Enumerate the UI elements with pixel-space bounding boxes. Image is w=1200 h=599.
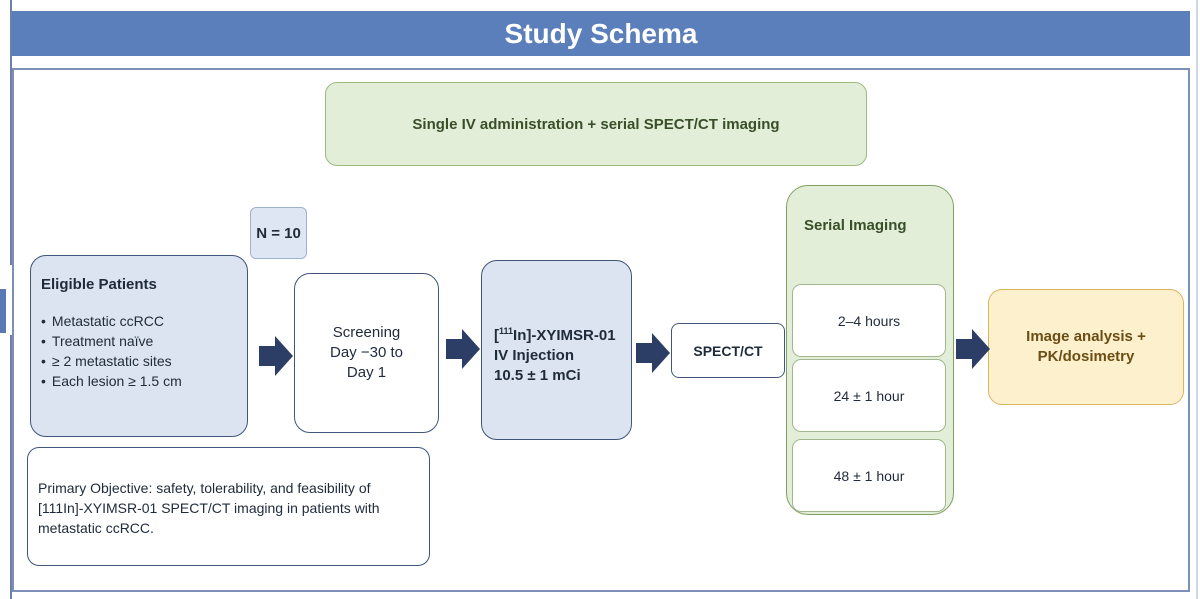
frame-line-top bbox=[10, 0, 12, 265]
injection-route: IV Injection bbox=[494, 347, 575, 364]
eligibility-item: Each lesion ≥ 1.5 cm bbox=[41, 371, 237, 391]
flow-arrow-icon bbox=[446, 329, 480, 369]
left-tab bbox=[0, 289, 6, 333]
timepoint-box: 2–4 hours bbox=[792, 284, 946, 357]
injection-agent-name: In]-XYIMSR-01 bbox=[513, 327, 616, 344]
spect-ct-box: SPECT/CT bbox=[671, 323, 785, 378]
analysis-box: Image analysis + PK/dosimetry bbox=[988, 289, 1184, 405]
frame-line-bottom bbox=[10, 335, 12, 599]
injection-agent: [111In]-XYIMSR-01 bbox=[494, 326, 616, 344]
timepoint-box: 24 ± 1 hour bbox=[792, 359, 946, 432]
serial-imaging-title: Serial Imaging bbox=[804, 217, 907, 234]
administration-banner: Single IV administration + serial SPECT/… bbox=[325, 82, 867, 166]
sample-size-box: N = 10 bbox=[250, 207, 307, 259]
primary-objective-box: Primary Objective: safety, tolerability,… bbox=[27, 447, 430, 566]
eligibility-item: Treatment naïve bbox=[41, 331, 237, 351]
eligibility-list: Metastatic ccRCC Treatment naïve ≥ 2 met… bbox=[41, 311, 237, 391]
isotope-superscript: 111 bbox=[499, 326, 514, 336]
eligibility-item: Metastatic ccRCC bbox=[41, 311, 237, 331]
timepoint-box: 48 ± 1 hour bbox=[792, 439, 946, 512]
frame-line-right bbox=[1196, 0, 1198, 599]
screening-text: Screening Day −30 to Day 1 bbox=[330, 324, 403, 381]
injection-box: [111In]-XYIMSR-01 IV Injection 10.5 ± 1 … bbox=[481, 260, 632, 440]
eligible-patients-box: Eligible Patients Metastatic ccRCC Treat… bbox=[30, 255, 248, 437]
page-title: Study Schema bbox=[12, 11, 1190, 56]
eligible-patients-title: Eligible Patients bbox=[41, 276, 157, 293]
flow-arrow-icon bbox=[956, 329, 990, 369]
flow-arrow-icon bbox=[636, 333, 670, 373]
screening-box: Screening Day −30 to Day 1 bbox=[294, 273, 439, 433]
eligibility-item: ≥ 2 metastatic sites bbox=[41, 351, 237, 371]
injection-dose: 10.5 ± 1 mCi bbox=[494, 367, 581, 384]
flow-arrow-icon bbox=[259, 336, 293, 376]
